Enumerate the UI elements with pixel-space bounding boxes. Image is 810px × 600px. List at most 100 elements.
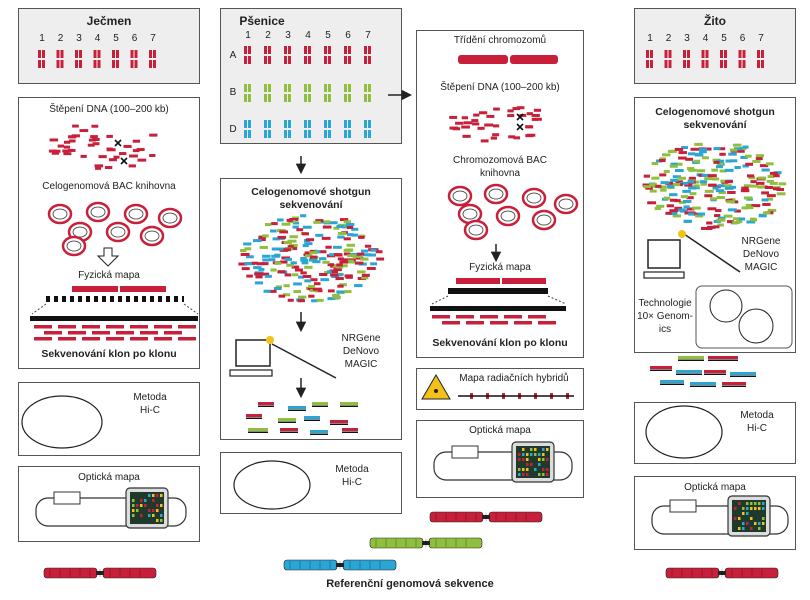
- chromosome-pair: [284, 46, 291, 64]
- bac-clone: [123, 203, 149, 225]
- chromosome-pair: [244, 46, 251, 64]
- barley-chromosomes-panel: [18, 8, 200, 84]
- chromosome-pair: [264, 120, 271, 138]
- barley-clone-by-clone-label: Sekvenování klon po klonu: [41, 348, 177, 360]
- chromosome-number: 1: [39, 33, 45, 44]
- chromosome-pair: [304, 46, 311, 64]
- wheat-title: Pšenice: [239, 14, 285, 28]
- chromosome-number: 4: [702, 33, 709, 44]
- barley-title: Ječmen: [86, 14, 132, 28]
- dna-fragments: [449, 106, 542, 143]
- bac-clone: [521, 187, 547, 209]
- wheat-shotgun-label-1: Celogenomové shotgun: [251, 186, 371, 198]
- sorting-title: Třídění chromozomů: [453, 35, 547, 46]
- chromosome-number: 2: [665, 33, 672, 44]
- bac-clone: [47, 203, 73, 225]
- chromosome-pair: [130, 50, 138, 68]
- rye-nrgene-label-2: DeNovo: [742, 249, 780, 260]
- barley-dna-cleavage-label: Štěpení DNA (100–200 kb): [49, 104, 169, 115]
- radiation-map: [421, 374, 574, 400]
- chromosome-pair: [284, 84, 291, 102]
- chromosome-pair: [38, 50, 45, 68]
- barley-bac-library-label: Celogenomová BAC knihovna: [42, 181, 176, 192]
- radiation-hazard-icon: [421, 374, 451, 400]
- rye-optical-map-label: Optická mapa: [684, 482, 746, 493]
- chromosome-number: 6: [131, 33, 138, 44]
- rye-shotgun-label-1: Celogenomové shotgun: [655, 106, 775, 118]
- chromosome-pair: [364, 84, 371, 102]
- chromosome-number: 1: [245, 30, 251, 41]
- bac-clone: [495, 205, 521, 227]
- chromosome-pair: [93, 50, 101, 68]
- radiation-map-panel: [416, 368, 584, 410]
- wheat-hic-label-2: Hi-C: [342, 477, 362, 488]
- chromosome-pair: [56, 50, 64, 68]
- barley-optical-map-label: Optická mapa: [78, 472, 140, 483]
- rye-nrgene-label-3: MAGIC: [744, 262, 778, 273]
- rye-tenx-label-3: ics: [658, 324, 672, 335]
- wheat-nrgene-label-2: DeNovo: [342, 346, 380, 357]
- chromosome-pair: [720, 50, 727, 68]
- barley-physical-map-label: Fyzická mapa: [78, 270, 140, 281]
- bac-clone: [157, 207, 183, 229]
- chromosome-pair: [324, 46, 331, 64]
- chromosome-pair: [112, 50, 119, 68]
- sorting-clone-by-clone-label: Sekvenování klon po klonu: [432, 337, 568, 349]
- rye-computer-icon: [643, 230, 741, 279]
- chromosome-pair: [664, 50, 672, 68]
- chromosome-pair: [344, 46, 351, 64]
- reference-pseudomolecule: [43, 567, 157, 579]
- chromosome-number: 6: [345, 30, 351, 41]
- optical-instrument-icon: [35, 487, 187, 529]
- chromosome-number: 3: [684, 33, 690, 44]
- chromosome-pair: [264, 84, 271, 102]
- chromosome-pair: [757, 50, 764, 68]
- dna-fragments: [48, 124, 158, 170]
- wheat-nrgene-label-1: NRGene: [341, 333, 381, 344]
- bac-clone: [85, 201, 111, 223]
- rye-title: Žito: [704, 14, 726, 28]
- radiation-map-label: Mapa radiačních hybridů: [459, 373, 569, 384]
- chromosome-pair: [244, 84, 251, 102]
- chromosome-number: 2: [265, 30, 271, 41]
- rye-hic-icon: [645, 405, 723, 459]
- barley-physical-map: [30, 286, 199, 321]
- optical-instrument-icon: [433, 441, 573, 483]
- chromosome-number: 5: [113, 33, 119, 44]
- barley-hic-icon: [21, 395, 103, 449]
- reference-pseudomolecule: [369, 537, 483, 549]
- chromosome-pair: [646, 50, 653, 68]
- rye-chromosomes-panel: [634, 8, 796, 84]
- chromosome-number: 7: [365, 30, 371, 41]
- rye-hic-label-1: Metoda: [740, 410, 774, 421]
- wheat-hic-label-1: Metoda: [335, 464, 369, 475]
- chromosome-pair: [364, 120, 371, 138]
- reference-genome-label: Referenční genomová sekvence: [326, 578, 494, 590]
- wheat-nrgene-label-3: MAGIC: [344, 359, 378, 370]
- wheat-computer-icon: [229, 336, 337, 379]
- bac-clone: [105, 221, 131, 243]
- chromosome-number: 2: [57, 33, 64, 44]
- dna-fragments: [642, 142, 787, 231]
- chromosome-pair: [304, 120, 311, 138]
- chromosome-number: 7: [758, 33, 764, 44]
- sorting-physical-map: [430, 278, 567, 311]
- chromosome-number: 3: [285, 30, 291, 41]
- bac-clone: [531, 209, 557, 231]
- reference-pseudomolecule: [665, 567, 779, 579]
- reference-pseudomolecule: [283, 559, 397, 571]
- rye-nrgene-label-1: NRGene: [741, 236, 781, 247]
- sorting-bac-label-1: Chromozomová BAC: [453, 155, 547, 166]
- chromosome-pair: [324, 84, 331, 102]
- chromosome-number: 7: [150, 33, 156, 44]
- chromosome-pair: [344, 84, 351, 102]
- bac-clone: [553, 193, 579, 215]
- sorting-dna-cleavage-label: Štěpení DNA (100–200 kb): [440, 82, 560, 93]
- bac-clone: [139, 225, 165, 247]
- chromosome-pair: [701, 50, 709, 68]
- chromosome-number: 6: [739, 33, 746, 44]
- chromosome-pair: [304, 84, 311, 102]
- bac-clone: [61, 235, 87, 257]
- wheat-hic-icon: [233, 460, 311, 510]
